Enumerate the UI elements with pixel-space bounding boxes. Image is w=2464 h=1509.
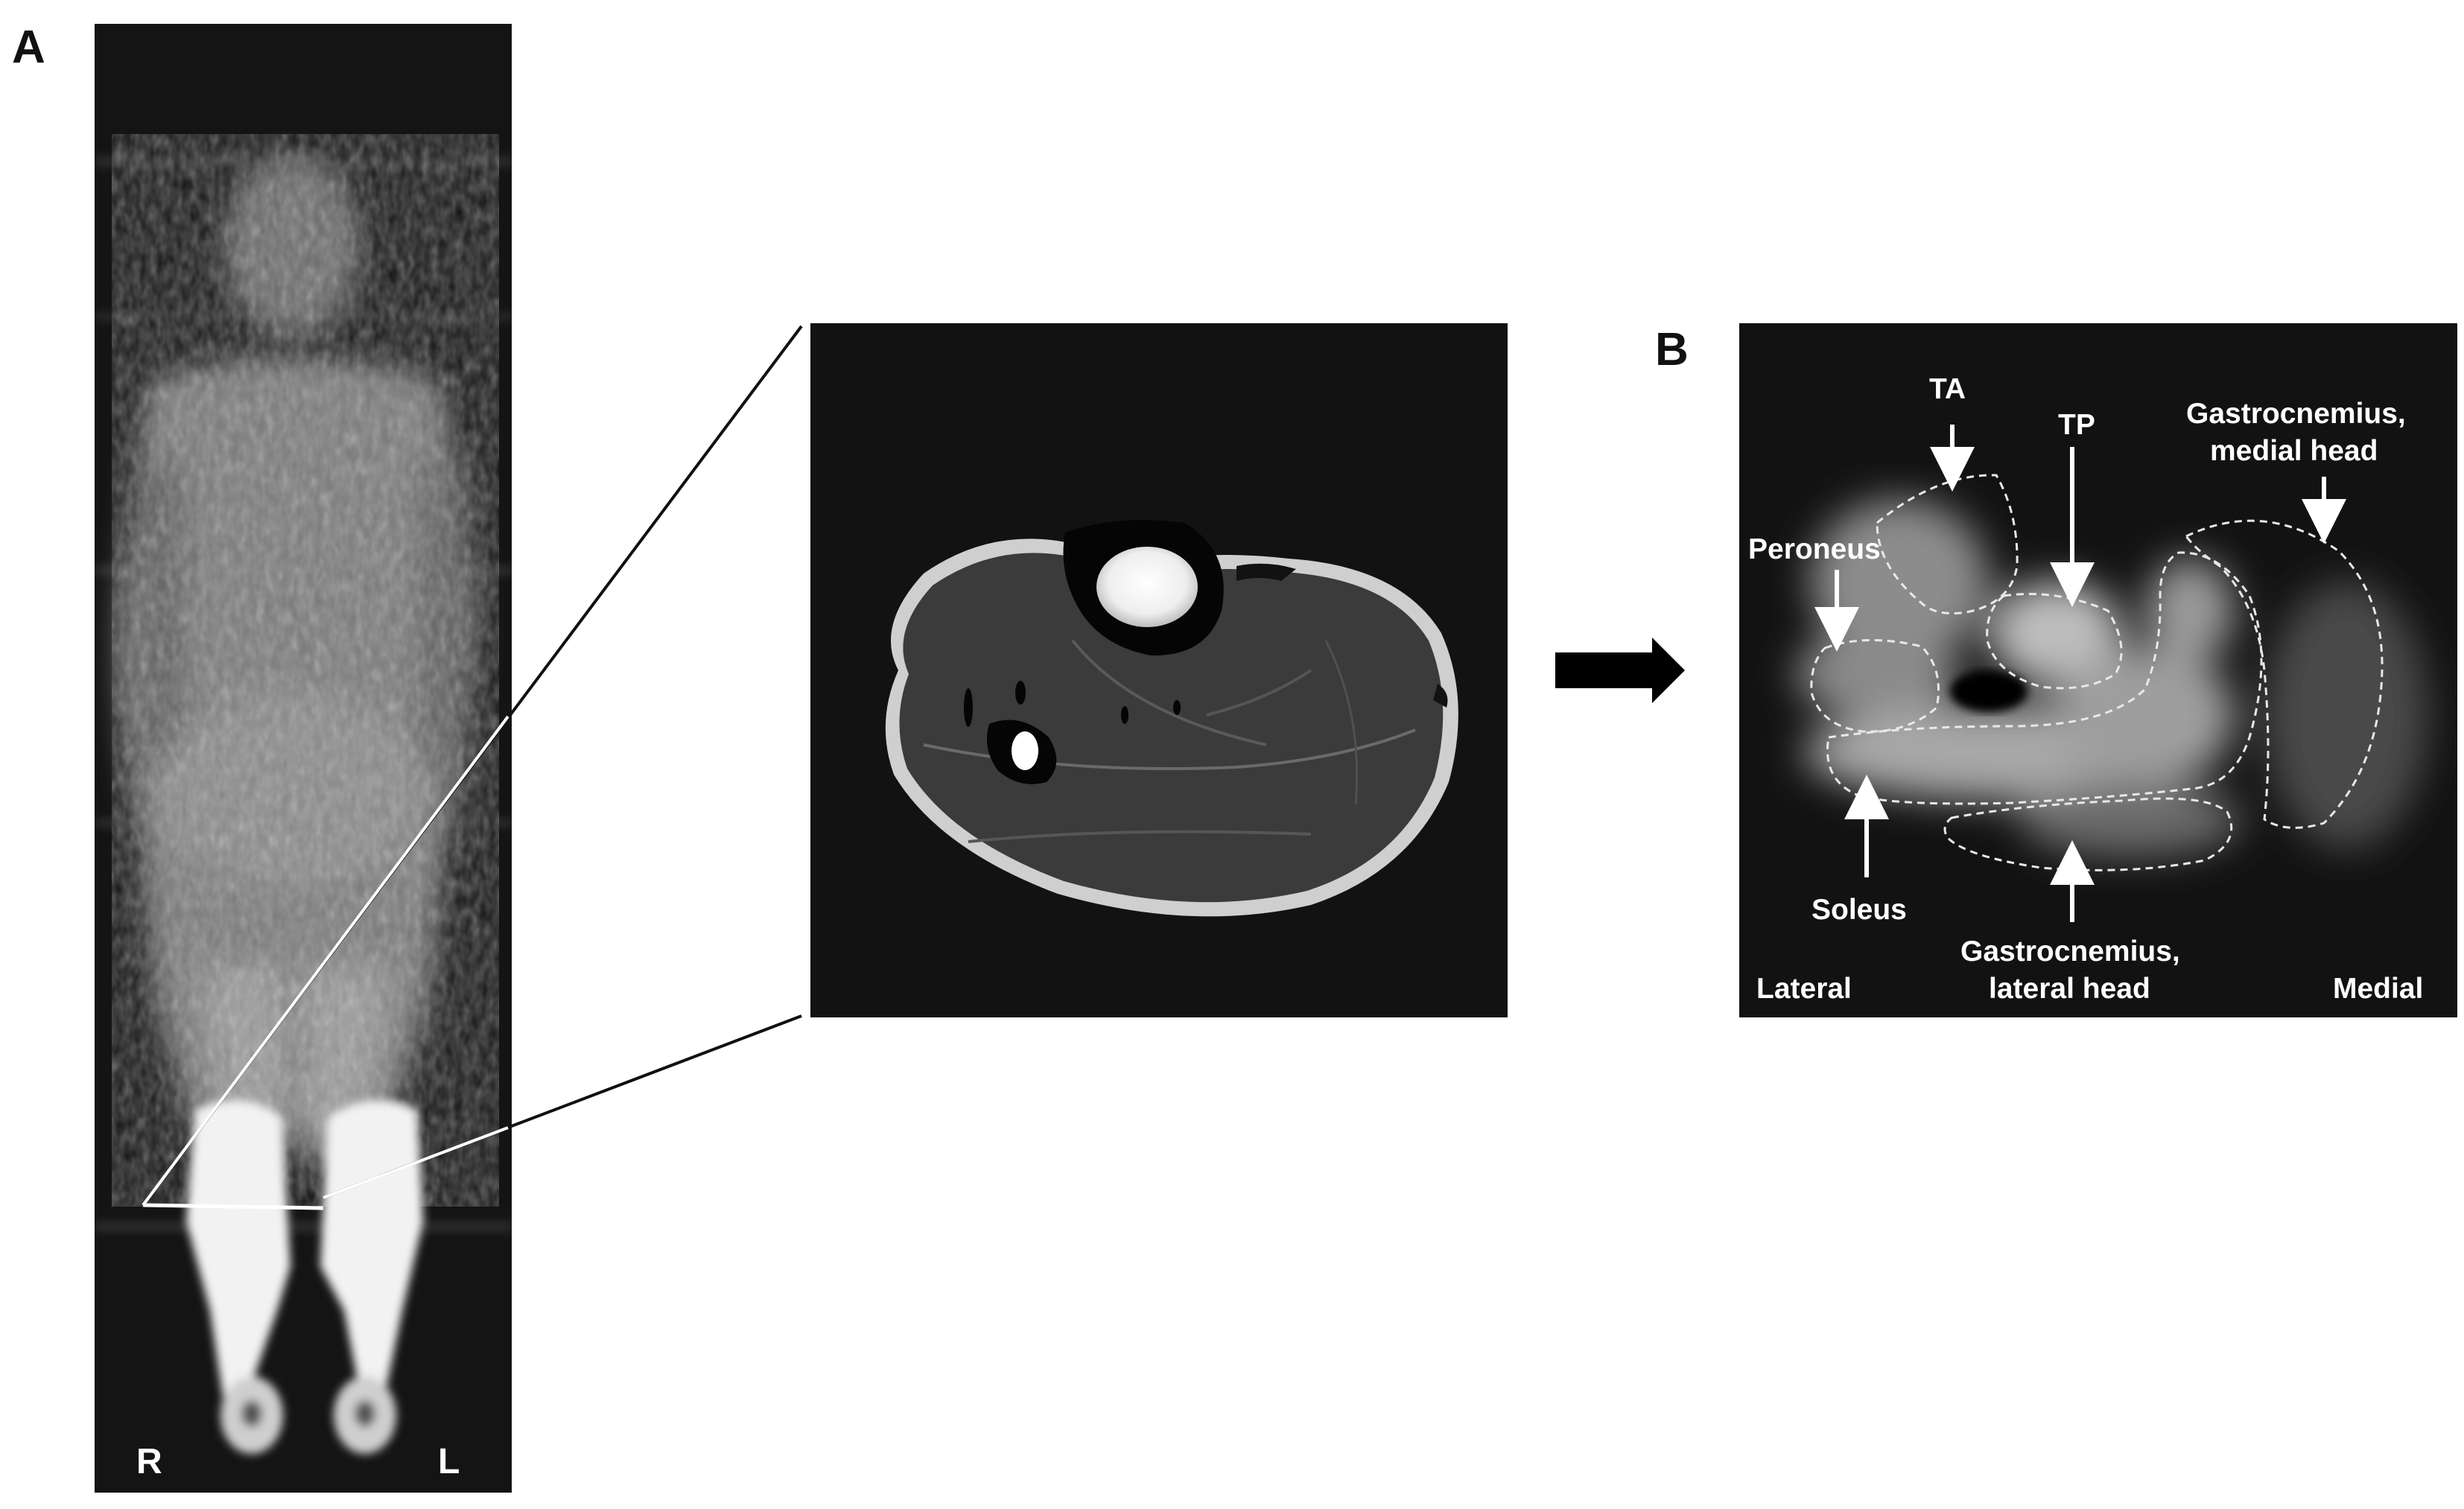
- label-ta: TA: [1929, 373, 1966, 405]
- projection-lines: [142, 325, 803, 1207]
- outline-soleus: [1826, 551, 2263, 805]
- label-medial: Medial: [2333, 973, 2423, 1005]
- label-lateral: Lateral: [1756, 973, 1852, 1005]
- label-peroneus: Peroneus: [1748, 533, 1881, 565]
- outline-peroneus: [1810, 639, 1940, 733]
- outline-gastro-lateral: [1943, 797, 2233, 871]
- label-soleus: Soleus: [1812, 894, 1907, 926]
- whole-body-scan: R L: [95, 24, 512, 1493]
- label-tp: TP: [2058, 409, 2095, 441]
- transform-arrow: [1555, 638, 1685, 703]
- panel-a-letter: A: [12, 22, 45, 73]
- outline-ta: [1876, 474, 2019, 614]
- tibia-marrow: [1096, 547, 1198, 627]
- label-gastro-medial-1: Gastrocnemius,: [2186, 398, 2406, 430]
- left-side-label: L: [438, 1442, 460, 1481]
- label-gastro-lateral-1: Gastrocnemius,: [1960, 935, 2180, 968]
- mri-cross-section: [810, 323, 1508, 1017]
- label-gastro-lateral-2: lateral head: [1989, 973, 2150, 1005]
- panel-b-letter: B: [1655, 324, 1689, 375]
- muscle-map-image: TA TP Gastrocnemius, medial head Peroneu…: [1739, 323, 2457, 1017]
- label-gastro-medial-2: medial head: [2210, 435, 2378, 467]
- outline-gastro-medial: [2184, 519, 2384, 829]
- right-side-label: R: [136, 1442, 162, 1481]
- label-arrows: [1814, 425, 2346, 922]
